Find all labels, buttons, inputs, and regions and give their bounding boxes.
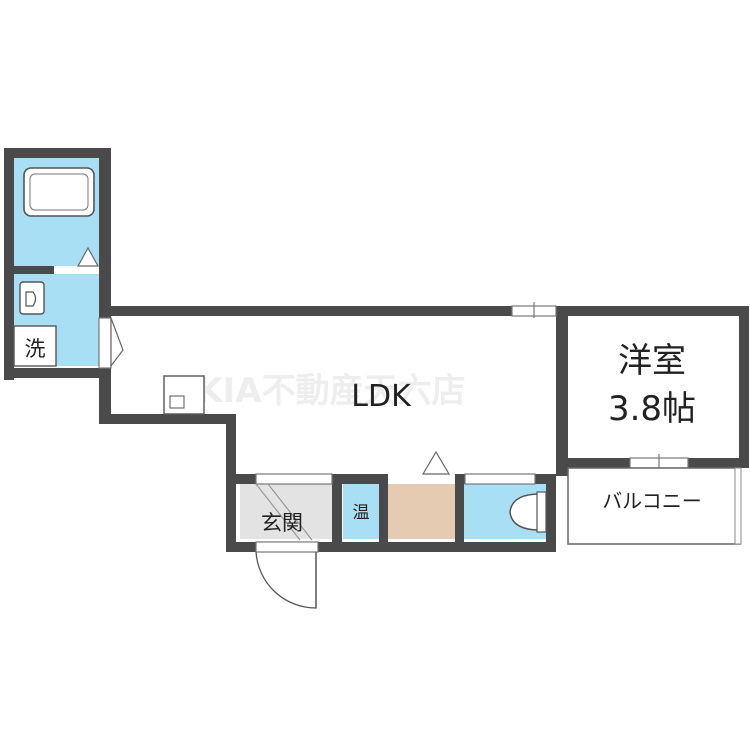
water-heater-label: 温 — [353, 503, 370, 523]
laundry-label: 洗 — [25, 337, 46, 361]
entrance-floor — [240, 484, 332, 539]
balcony-label: バルコニー — [602, 489, 702, 513]
kitchen-sink-icon — [169, 395, 185, 409]
western-room-name: 洋室 — [618, 341, 686, 381]
window-marks — [98, 302, 689, 553]
wash-basin-icon — [19, 281, 45, 315]
ldk-label: LDK — [351, 379, 412, 414]
balcony-rail — [734, 467, 742, 545]
walls — [4, 148, 749, 552]
washing-machine-spot — [13, 325, 57, 367]
toilet-icon — [509, 493, 541, 531]
toilet-tank — [536, 491, 547, 533]
entrance-door-icon — [255, 551, 317, 609]
entrance-label: 玄関 — [261, 511, 303, 535]
western-room-size: 3.8帖 — [608, 389, 696, 429]
bath-door-icon — [76, 246, 100, 267]
bathtub-inner — [29, 173, 89, 211]
watermark: AKIA不動産天六店 — [170, 371, 466, 411]
storage-floor — [388, 484, 455, 539]
balcony-outline — [567, 467, 741, 545]
washroom-door-icon — [110, 317, 124, 368]
entrance-step — [255, 483, 313, 541]
storage-door-icon — [421, 450, 451, 475]
water-heater-floor — [343, 484, 379, 539]
